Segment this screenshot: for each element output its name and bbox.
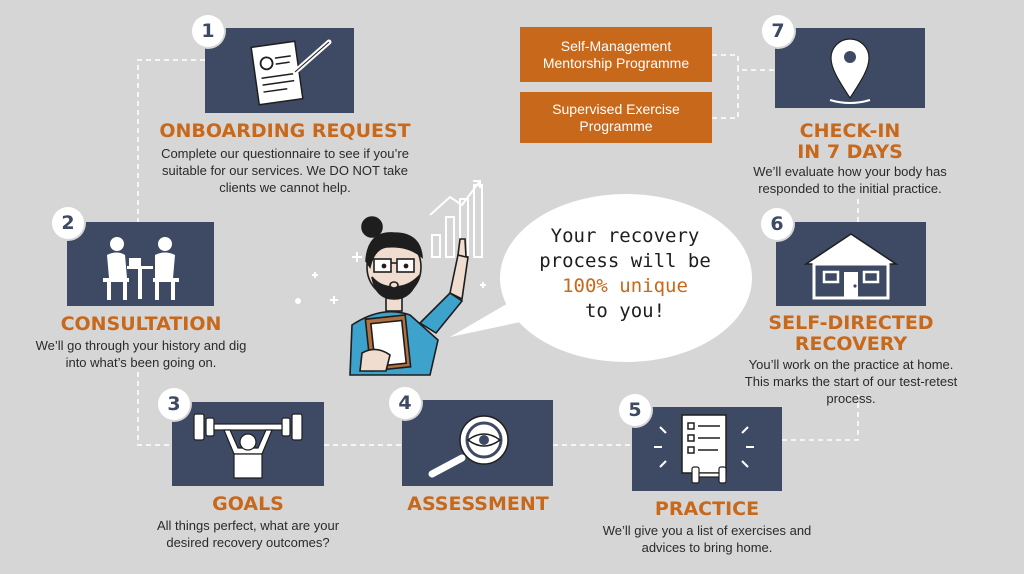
house-icon	[803, 233, 899, 300]
option-self-management-line1: Self-Management	[560, 37, 672, 54]
step-5-title: PRACTICE	[654, 498, 760, 520]
bubble-line-1: Your recovery	[550, 225, 700, 247]
step-5-tile	[632, 407, 782, 491]
bubble-highlight: 100% unique	[562, 275, 688, 297]
bubble-line-2: process will be	[539, 250, 711, 272]
step-3-title: GOALS	[212, 493, 284, 515]
checklist-dumbbell-icon	[654, 414, 754, 484]
location-pin-icon	[829, 38, 871, 104]
sparkle-icons	[295, 252, 486, 304]
step-6-number: 6	[761, 208, 793, 240]
step-4-number: 4	[389, 387, 421, 419]
option-self-management: Self-Management Mentorship Programme	[520, 27, 712, 82]
step-5-number: 5	[619, 394, 651, 426]
option-self-management-line2: Mentorship Programme	[542, 54, 690, 71]
step-7-title-line2: IN 7 DAYS	[797, 141, 903, 163]
option-supervised-exercise: Supervised Exercise Programme	[520, 92, 712, 143]
step-3-description: All things perfect, what are your desire…	[156, 518, 340, 550]
step-4-tile	[402, 400, 553, 486]
step-6-title: SELF-DIRECTED RECOVERY	[760, 313, 942, 355]
step-3-number: 3	[158, 388, 190, 420]
step-6-title-line2: RECOVERY	[794, 333, 908, 355]
step-1-tile	[205, 28, 354, 113]
option-supervised-exercise-line2: Programme	[579, 117, 653, 134]
speech-bubble-text: Your recovery process will be 100% uniqu…	[515, 224, 735, 324]
bubble-line-4: to you!	[584, 300, 666, 322]
step-7-title: CHECK-IN IN 7 DAYS	[770, 121, 930, 163]
person-figure	[349, 216, 469, 376]
step-4-title: ASSESSMENT	[407, 493, 549, 515]
step-7-title-line1: CHECK-IN	[799, 120, 901, 142]
character-illustration	[295, 180, 486, 376]
step-2-number: 2	[52, 207, 84, 239]
step-1-title: ONBOARDING REQUEST	[159, 120, 411, 142]
step-1-number: 1	[192, 15, 224, 47]
step-2-tile	[67, 222, 214, 306]
step-6-tile	[776, 222, 926, 306]
speech-bubble	[450, 194, 752, 362]
step-7-number: 7	[762, 15, 794, 47]
step-5-description: We’ll give you a list of exercises and a…	[602, 523, 812, 555]
clipboard-pen-icon	[250, 39, 332, 106]
weightlifter-icon	[193, 413, 303, 479]
option-supervised-exercise-line1: Supervised Exercise	[552, 100, 680, 117]
magnifier-eye-icon	[428, 415, 509, 478]
consultation-people-icon	[103, 237, 179, 300]
step-7-description: We’ll evaluate how your body has respond…	[753, 164, 947, 196]
step-6-title-line1: SELF-DIRECTED	[768, 312, 934, 334]
step-2-title: CONSULTATION	[60, 313, 222, 335]
step-6-description: You’ll work on the practice at home. Thi…	[744, 357, 958, 406]
step-7-tile	[775, 28, 925, 108]
step-2-description: We’ll go through your history and dig in…	[35, 338, 247, 370]
step-3-tile	[172, 402, 324, 486]
step-1-description: Complete our questionnaire to see if you…	[161, 146, 409, 195]
